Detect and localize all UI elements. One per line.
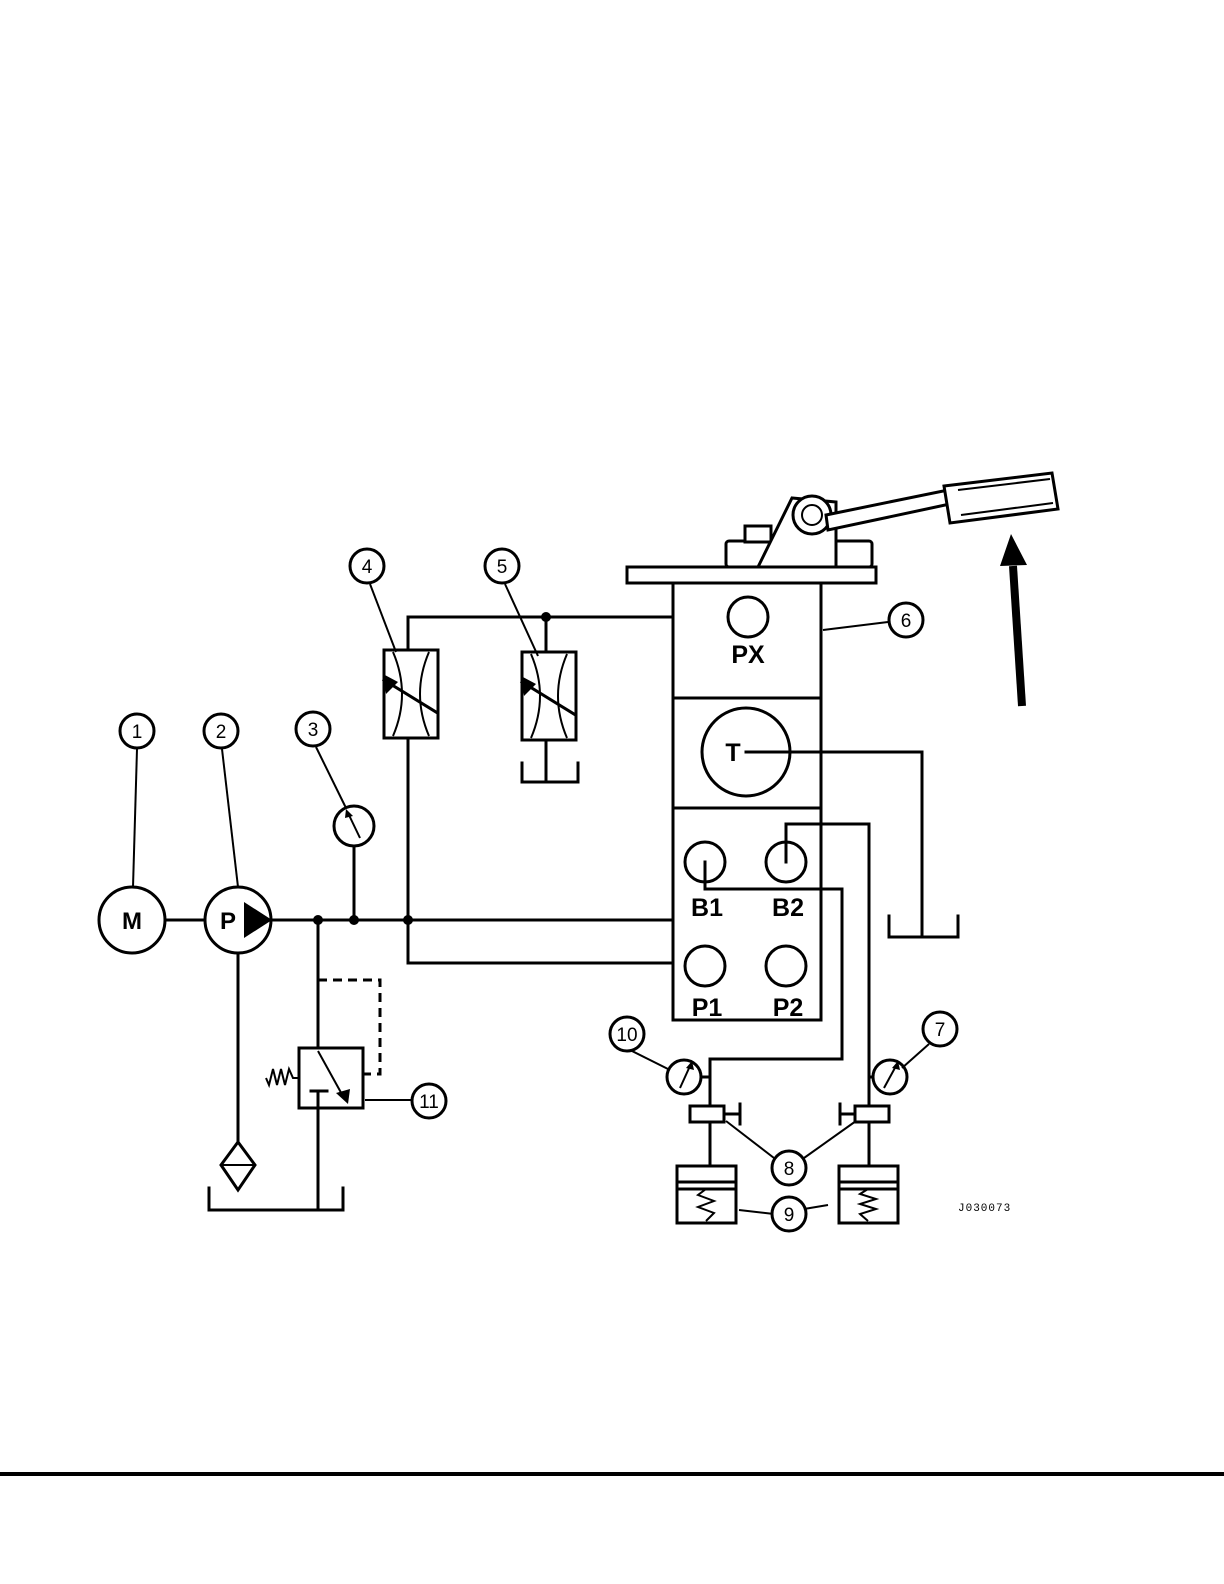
spring-cylinder-left [677,1166,736,1223]
svg-text:10: 10 [616,1025,637,1046]
motor-symbol: M [99,887,165,953]
svg-text:6: 6 [901,611,912,632]
callout-1: 1 [120,714,154,748]
svg-text:2: 2 [216,722,227,743]
strainer-icon [221,1142,255,1190]
motor-label: M [122,908,142,935]
pump-label: P [220,908,236,935]
gauge-7-icon [873,1060,907,1094]
flow-control-valve-5 [521,652,576,740]
port-p2-label: P2 [773,994,804,1022]
needle-valve-left [690,1104,740,1124]
p1-supply-line [408,920,700,963]
callout-3: 3 [296,712,330,746]
up-arrow-icon [1000,534,1027,706]
callout-9: 9 [772,1197,806,1231]
callout-7: 7 [923,1012,957,1046]
relief-valve-symbol [266,1048,363,1108]
port-b1-label: B1 [691,894,723,922]
flow-control-valve-4 [383,650,438,738]
svg-text:8: 8 [784,1159,795,1180]
figure-id: J030073 [958,1203,1011,1215]
svg-text:11: 11 [419,1092,439,1113]
svg-text:3: 3 [308,720,319,741]
reservoir-icon [209,1188,343,1210]
tank-return-icon [522,763,578,782]
svg-text:4: 4 [362,557,373,578]
port-b2-label: B2 [772,894,804,922]
callout-6: 6 [889,603,923,637]
spring-icon [266,1069,299,1085]
callout-11: 11 [412,1084,446,1118]
svg-text:5: 5 [497,557,508,578]
pressure-gauge-icon [334,806,374,846]
needle-valve-right [840,1104,889,1124]
callout-10: 10 [610,1017,644,1051]
svg-text:9: 9 [784,1205,795,1226]
port-t-label: T [725,739,740,767]
port-p1-label: P1 [692,994,723,1022]
callout-8: 8 [772,1151,806,1185]
svg-text:1: 1 [132,722,143,743]
svg-text:7: 7 [935,1020,946,1041]
spring-cylinder-right [839,1166,898,1223]
callout-2: 2 [204,714,238,748]
callout-5: 5 [485,549,519,583]
callout-4: 4 [350,549,384,583]
gauge-10-icon [667,1060,701,1094]
pump-symbol: P [205,887,272,953]
port-px-label: PX [731,641,765,669]
port-px: PX [728,597,768,669]
page-footer-rule [0,1472,1224,1476]
